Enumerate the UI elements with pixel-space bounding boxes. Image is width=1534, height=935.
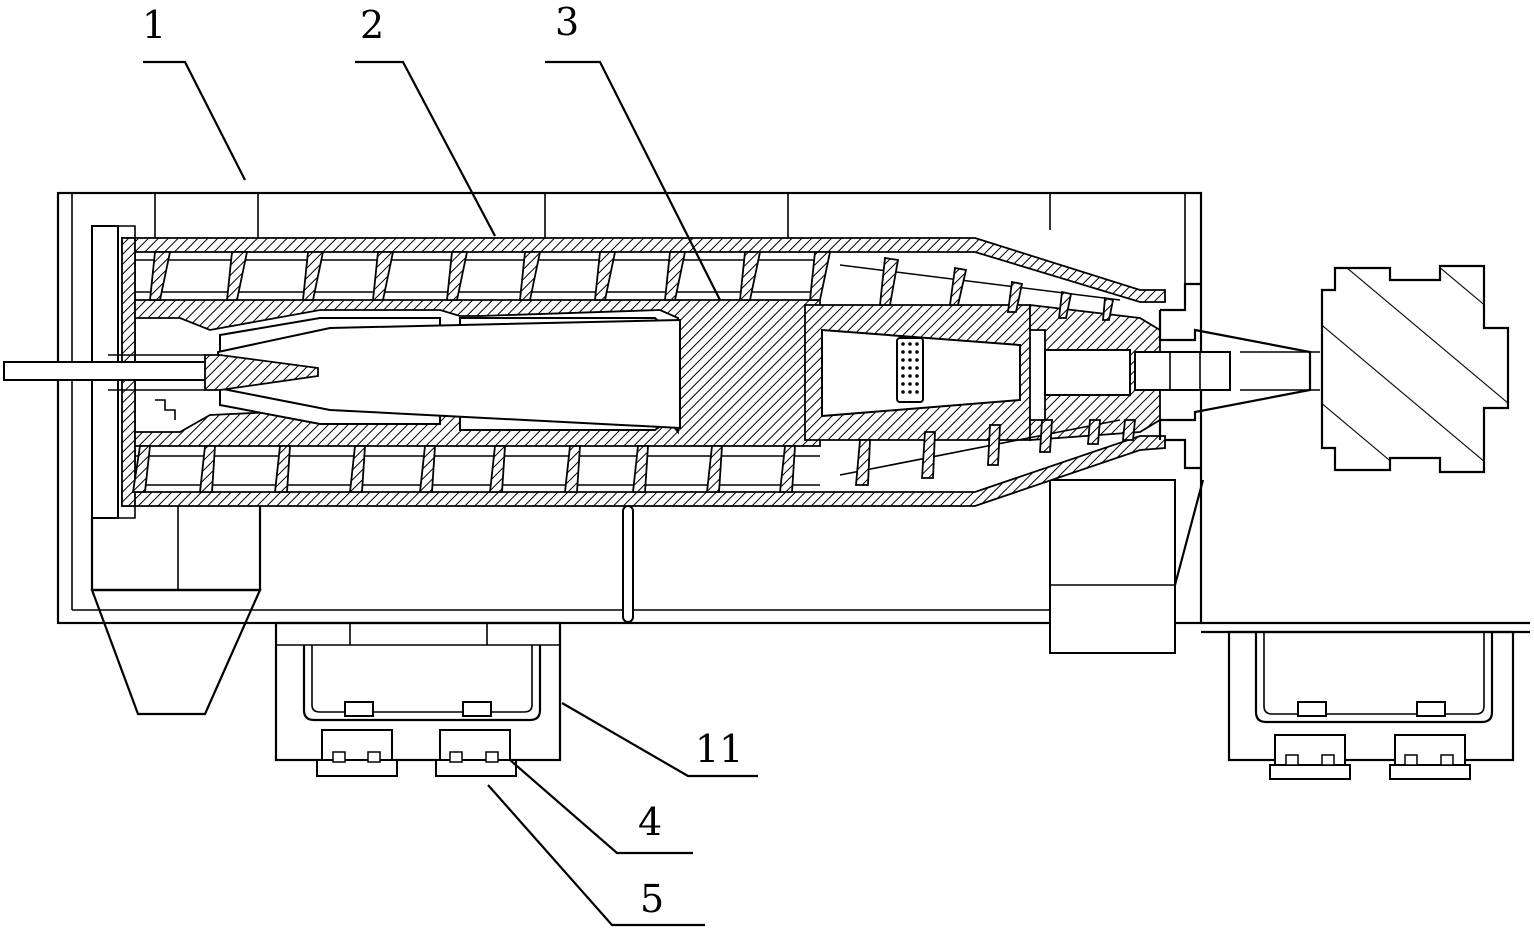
bottom-flights — [131, 419, 1136, 493]
part-labels: 1 2 3 11 4 5 — [142, 0, 743, 921]
label-4: 4 — [638, 800, 662, 844]
screw-conveyor — [131, 251, 1161, 493]
discharge-hopper — [90, 505, 262, 716]
label-3: 3 — [555, 0, 579, 44]
label-11: 11 — [695, 727, 743, 771]
label-5: 5 — [640, 877, 664, 921]
label-2: 2 — [360, 3, 384, 47]
top-flights — [149, 251, 1115, 321]
drive-assembly — [1134, 264, 1510, 474]
label-1: 1 — [142, 3, 166, 47]
feed-pipe — [3, 354, 319, 420]
leader-lines — [143, 60, 758, 927]
support-frame-left — [274, 621, 562, 777]
support-frame-right — [1227, 630, 1515, 780]
drain-pipe — [622, 505, 634, 623]
